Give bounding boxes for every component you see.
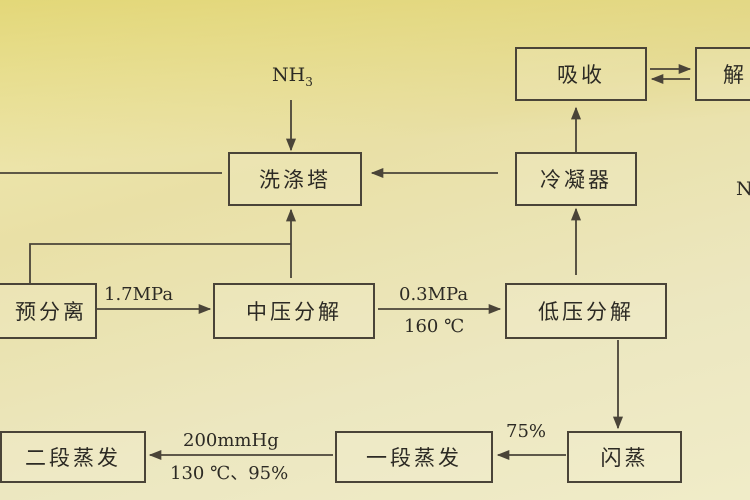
preseparation-box: 预分离 <box>0 283 97 339</box>
second-stage-evaporation-box: 二段蒸发 <box>0 431 146 483</box>
nh3-top-label: NH3 <box>272 64 313 89</box>
percent-75-label: 75% <box>506 421 547 442</box>
low-pressure-decomposition-box: 低压分解 <box>505 283 667 339</box>
pressure-200mmhg-label: 200mmHg <box>183 430 279 451</box>
condenser-box: 冷凝器 <box>515 152 637 206</box>
desorb-box: 解 <box>695 47 750 101</box>
pressure-0-3mpa-label: 0.3MPa <box>399 284 469 305</box>
absorb-box: 吸收 <box>515 47 647 101</box>
medium-pressure-decomposition-box: 中压分解 <box>213 283 375 339</box>
pressure-1-7mpa-label: 1.7MPa <box>104 284 174 305</box>
scrubber-box: 洗涤塔 <box>228 152 362 206</box>
preseparation-bypass-line <box>29 243 291 283</box>
nh3-right-label: N <box>736 178 750 200</box>
first-stage-evaporation-box: 一段蒸发 <box>335 431 493 483</box>
temperature-130c-95-label: 130 ℃、95% <box>170 463 289 484</box>
temperature-160c-label: 160 ℃ <box>404 316 465 337</box>
flash-evaporation-box: 闪蒸 <box>567 431 682 483</box>
